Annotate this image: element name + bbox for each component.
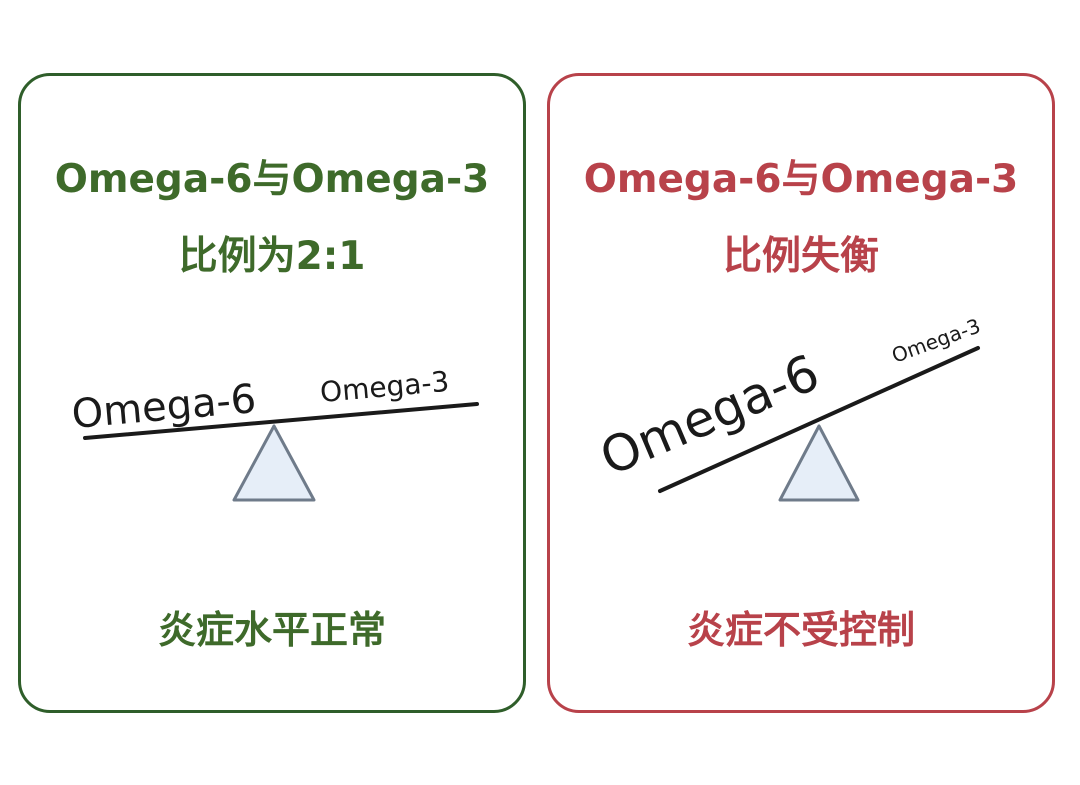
left-title-line2: 比例为2:1 (178, 234, 366, 279)
imbalanced-ratio-card: Omega-6与Omega-3 比例失衡 Omega-6 Omega-3 炎症不… (547, 73, 1055, 713)
right-footer: 炎症不受控制 (686, 608, 915, 652)
tilted-beam (658, 346, 980, 493)
left-title-line1: Omega-6与Omega-3 (54, 157, 490, 202)
right-title-line2: 比例失衡 (722, 234, 879, 279)
left-fulcrum-triangle (232, 424, 316, 502)
balanced-scale-diagram: Omega-6 Omega-3 (70, 365, 479, 502)
right-fulcrum-triangle (778, 424, 860, 502)
imbalanced-scale-diagram: Omega-6 Omega-3 (592, 314, 984, 502)
right-title-line1: Omega-6与Omega-3 (583, 157, 1019, 202)
balanced-beam (83, 402, 479, 440)
left-small-omega3-label: Omega-3 (319, 365, 451, 409)
right-small-omega3-label: Omega-3 (889, 314, 984, 368)
right-big-omega6-label: Omega-6 (592, 343, 827, 487)
balanced-ratio-card: Omega-6与Omega-3 比例为2:1 Omega-6 Omega-3 炎… (18, 73, 526, 713)
left-big-omega6-label: Omega-6 (70, 376, 258, 438)
left-footer: 炎症水平正常 (157, 608, 386, 652)
